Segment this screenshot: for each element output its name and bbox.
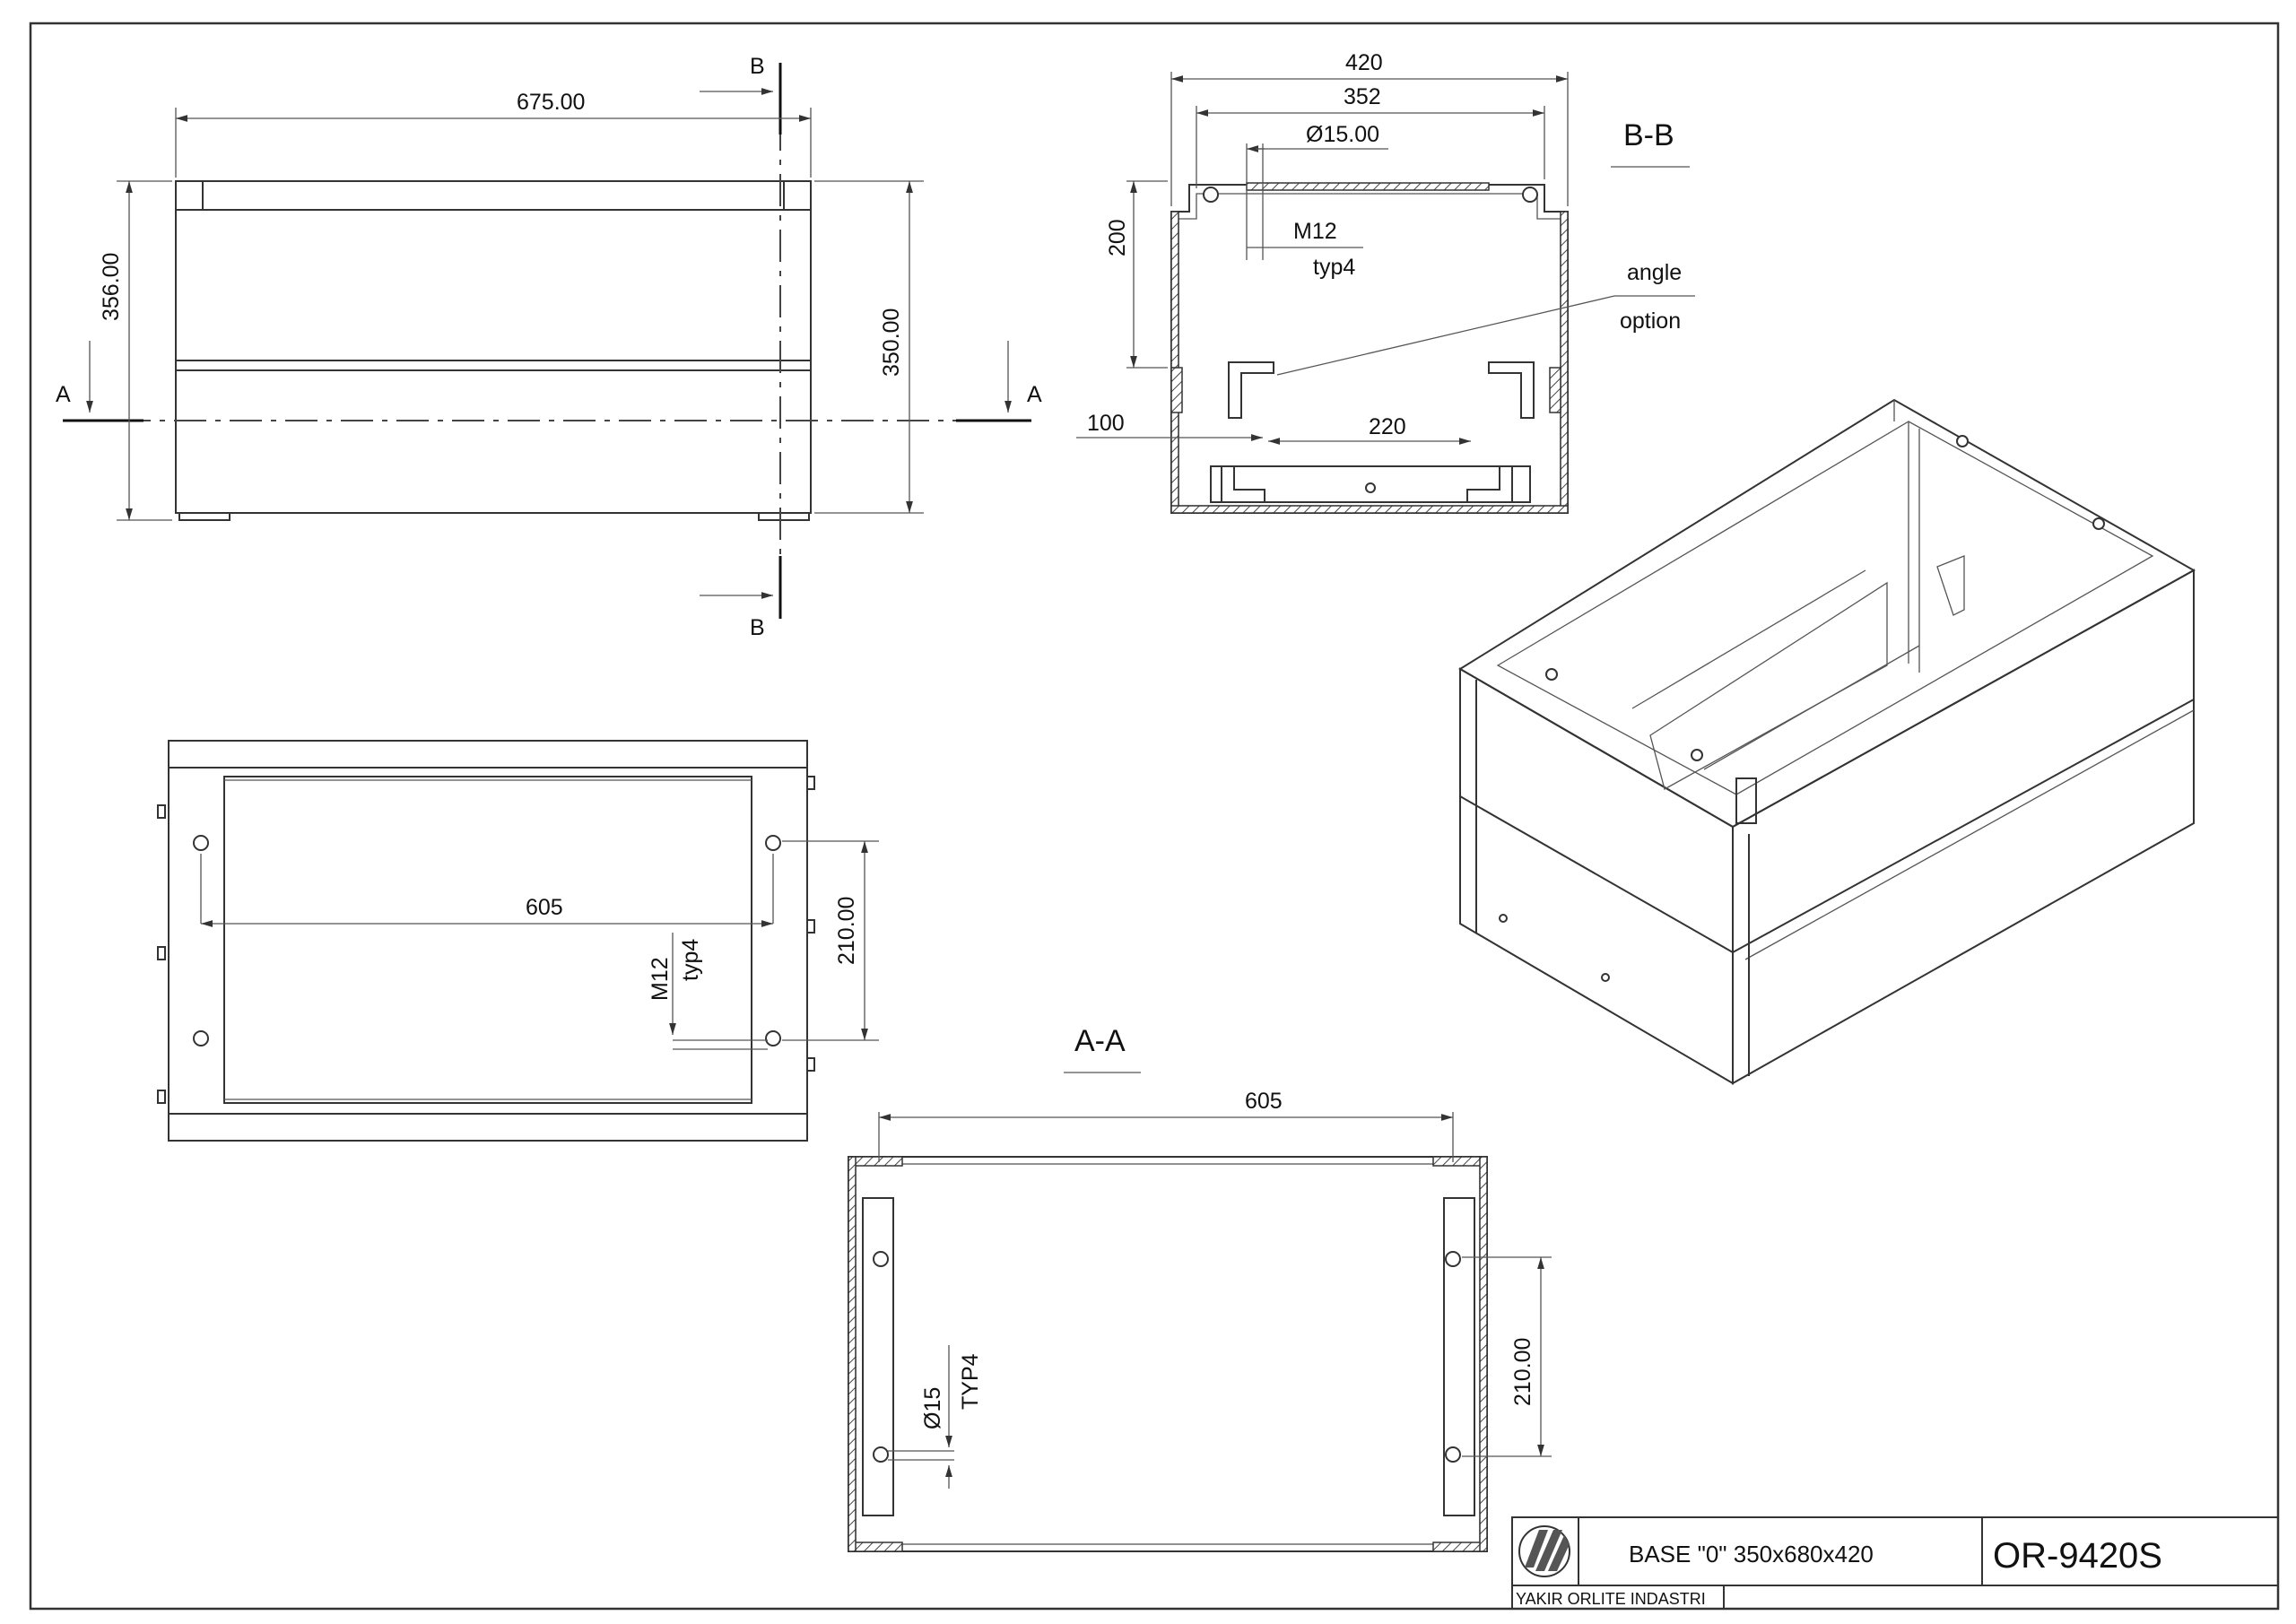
option-note: option — [1620, 308, 1681, 334]
title-block: BASE "0" 350x680x420 OR-9420S YAKIR ORLI… — [1511, 1516, 2279, 1610]
isometric-view — [1458, 398, 2196, 1085]
section-605-dimension: 605 — [1245, 1089, 1283, 1114]
section-aa: A-A 605 210.00 Ø15 TYP4 — [848, 1024, 1552, 1552]
section-210-dimension: 210.00 — [1510, 1338, 1535, 1406]
height-200-dimension: 200 — [1105, 219, 1130, 256]
angle-note: angle — [1627, 260, 1682, 285]
typ4-label: typ4 — [1313, 255, 1355, 280]
inner-height-dimension: 350.00 — [879, 308, 904, 377]
hole-diameter-dimension: Ø15.00 — [1306, 122, 1379, 147]
spacing-220-dimension: 220 — [1369, 414, 1406, 439]
section-typ4-label: TYP4 — [958, 1353, 983, 1410]
top-210-dimension: 210.00 — [834, 897, 859, 965]
title-description: BASE "0" 350x680x420 — [1629, 1541, 1874, 1568]
top-m12-dimension: M12 — [648, 957, 673, 1001]
section-a-left-label: A — [56, 382, 71, 407]
company-logo-icon — [1518, 1525, 1570, 1577]
width-420-dimension: 420 — [1345, 50, 1383, 75]
outer-height-dimension: 356.00 — [99, 253, 124, 321]
front-view: A A B B 675.00 356.00 350.00 — [56, 54, 1042, 640]
section-aa-title: A-A — [1074, 1024, 1126, 1058]
offset-100-dimension: 100 — [1087, 411, 1125, 436]
section-b-bottom-label: B — [750, 615, 765, 640]
part-number: OR-9420S — [1993, 1536, 2162, 1576]
sheet-border — [29, 22, 2280, 1611]
thread-m12-dimension: M12 — [1293, 219, 1337, 244]
section-bb-title: B-B — [1623, 118, 1674, 152]
section-hole-dimension: Ø15 — [920, 1387, 945, 1429]
top-view: 605 210.00 M12 typ4 — [157, 740, 879, 1142]
width-dimension: 675.00 — [517, 90, 585, 115]
top-605-dimension: 605 — [526, 895, 563, 920]
section-b-top-label: B — [750, 54, 765, 79]
section-bb: 420 352 Ø15.00 M12 typ4 200 100 220 angl… — [1076, 50, 1695, 514]
width-352-dimension: 352 — [1344, 84, 1381, 109]
company-name: YAKIR ORLITE INDASTRI — [1516, 1590, 1706, 1608]
top-typ4-label: typ4 — [678, 939, 703, 981]
section-a-right-label: A — [1027, 382, 1042, 407]
